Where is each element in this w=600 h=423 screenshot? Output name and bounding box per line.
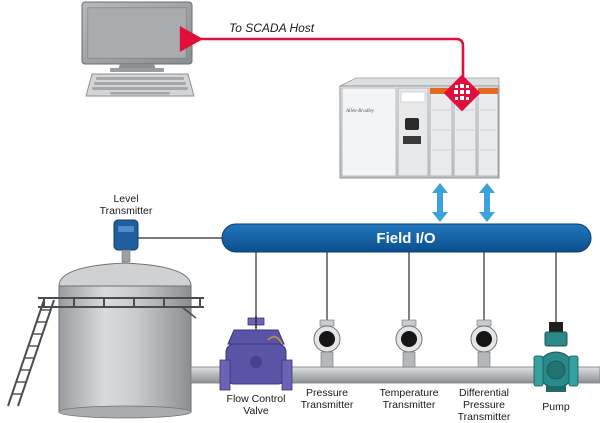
- temperature-transmitter-icon: [395, 319, 423, 368]
- storage-tank-icon: [58, 262, 192, 419]
- temperature-transmitter-label-2: Transmitter: [383, 399, 436, 411]
- differential-pressure-label-1: Differential: [459, 387, 509, 399]
- keyboard-icon: [85, 73, 195, 97]
- level-transmitter-icon: [113, 219, 139, 263]
- plc-brand-label: Allen-Bradley: [345, 109, 375, 114]
- scada-link-line: [179, 26, 465, 78]
- temperature-transmitter-label-1: Temperature: [380, 387, 439, 399]
- network-adapter-icon: [443, 74, 481, 112]
- differential-pressure-label-3: Transmitter: [458, 411, 511, 423]
- level-transmitter-label-2: Transmitter: [100, 205, 153, 217]
- plc-rack-icon: Allen-Bradley: [339, 77, 500, 179]
- io-arrow-left: [432, 183, 448, 222]
- tank-platform-railing: [38, 297, 204, 319]
- io-arrow-right: [479, 183, 495, 222]
- scada-host-label: To SCADA Host: [229, 21, 315, 35]
- pressure-transmitter-label-2: Transmitter: [301, 399, 354, 411]
- io-arrows: [432, 183, 495, 222]
- bus-wiring: [138, 237, 557, 335]
- flow-control-valve-label-1: Flow Control: [227, 393, 286, 405]
- computer-monitor-icon: [81, 1, 193, 72]
- field-io-label: Field I/O: [376, 230, 436, 247]
- pressure-transmitter-label-1: Pressure: [306, 387, 348, 399]
- process-pipe: [190, 366, 600, 384]
- tank-ladder: [7, 299, 55, 407]
- pump-label: Pump: [542, 401, 570, 413]
- pump-icon: [533, 322, 579, 392]
- differential-pressure-label-2: Pressure: [463, 399, 505, 411]
- level-transmitter-label-1: Level: [113, 193, 138, 205]
- differential-pressure-transmitter-icon: [470, 319, 498, 368]
- flow-control-valve-icon: [219, 316, 293, 391]
- flow-control-valve-label-2: Valve: [243, 405, 269, 417]
- pressure-transmitter-icon: [313, 319, 341, 368]
